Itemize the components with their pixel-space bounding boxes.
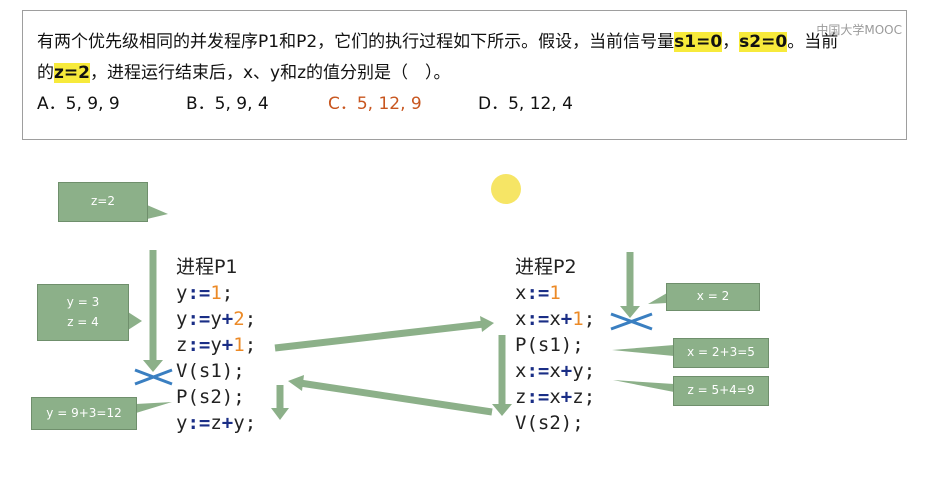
- callout-y3-pointer: [128, 312, 142, 330]
- signal-s2-arrow: [299, 379, 493, 416]
- p2-line-2: x:=x+1;: [515, 308, 596, 330]
- p2-line-4: x:=x+y;: [515, 360, 596, 382]
- callout-x2-pointer: [648, 293, 667, 304]
- p1-flow-arrowhead: [143, 360, 163, 372]
- callout-x2-text: x = 2: [696, 289, 730, 304]
- callout-x5: x = 2+3=5: [673, 338, 769, 368]
- signal-s1-arrow: [274, 320, 485, 352]
- p2-line-1: x:=1: [515, 282, 561, 304]
- p2-flow-arrowhead: [620, 306, 640, 318]
- p2-title: 进程P2: [515, 256, 577, 278]
- process-p1-code: 进程P1 y:=1; y:=y+2; z:=y+1; V(s1); P(s2);…: [176, 228, 256, 436]
- p1-line-6: y:=z+y;: [176, 412, 257, 434]
- signal-s1-arrowhead: [480, 316, 494, 332]
- callout-x2: x = 2: [666, 283, 760, 311]
- pointer-highlight-dot: [491, 174, 521, 204]
- p2-line-5: z:=x+z;: [515, 386, 596, 408]
- callout-z2: z=2: [58, 182, 148, 222]
- callout-y12-pointer: [136, 402, 172, 413]
- p1-block-cross-icon: [134, 368, 173, 386]
- callout-z4-text: z = 4: [67, 314, 99, 329]
- p2-line-3: P(s1);: [515, 334, 584, 356]
- signal-s2-arrowhead: [288, 375, 304, 391]
- question-text-pre: 的: [37, 63, 54, 83]
- option-c[interactable]: C．5, 12, 9: [328, 94, 422, 114]
- callout-z9-pointer: [613, 380, 674, 392]
- question-text-2: ，进程运行结束后，x、y和z的值分别是（ ）。: [89, 63, 451, 83]
- highlight-s1: s1=0: [674, 32, 723, 52]
- callout-z2-pointer: [147, 205, 168, 219]
- callout-y12: y = 9+3=12: [31, 397, 137, 430]
- callout-y12-text: y = 9+3=12: [46, 405, 122, 420]
- callout-x5-pointer: [612, 345, 674, 356]
- p1-line-3: z:=y+1;: [176, 334, 257, 356]
- callout-z2-text: z=2: [91, 194, 115, 209]
- highlight-s2: s2=0: [739, 32, 788, 52]
- p2-line-6: V(s2);: [515, 412, 584, 434]
- p2-block-cross-icon: [610, 312, 653, 331]
- p1-line-2: y:=y+2;: [176, 308, 257, 330]
- option-a[interactable]: A．5, 9, 9: [37, 94, 120, 114]
- mooc-watermark: 中国大学MOOC: [816, 23, 902, 37]
- callout-y3-text: y = 3: [66, 295, 100, 310]
- question-text: 有两个优先级相同的并发程序P1和P2，它们的执行过程如下所示。假设，当前信号量: [37, 32, 675, 52]
- process-p2-code: 进程P2 x:=1 x:=x+1; P(s1); x:=x+y; z:=x+z;…: [515, 228, 595, 436]
- question-line-2: 的z=2，进程运行结束后，x、y和z的值分别是（ ）。: [37, 58, 451, 83]
- option-d[interactable]: D．5, 12, 4: [478, 94, 573, 114]
- question-box: 有两个优先级相同的并发程序P1和P2，它们的执行过程如下所示。假设，当前信号量s…: [22, 10, 907, 140]
- p1-line-4: V(s1);: [176, 360, 245, 382]
- separator: ，: [722, 32, 740, 52]
- callout-z9: z = 5+4=9: [673, 376, 769, 406]
- callout-z9-text: z = 5+4=9: [687, 383, 755, 398]
- callout-y3-z4: y = 3 z = 4: [37, 284, 129, 341]
- question-line-1: 有两个优先级相同的并发程序P1和P2，它们的执行过程如下所示。假设，当前信号量s…: [37, 27, 838, 52]
- highlight-z: z=2: [54, 63, 90, 83]
- p1-title: 进程P1: [176, 256, 238, 278]
- question-text-tail: 。当前: [787, 32, 839, 52]
- callout-x5-text: x = 2+3=5: [687, 345, 755, 360]
- p2-resume-arrowhead: [492, 404, 512, 416]
- p1-line-5: P(s2);: [176, 386, 245, 408]
- option-b[interactable]: B．5, 9, 4: [186, 94, 269, 114]
- p1-last-arrowhead: [271, 408, 289, 420]
- p1-line-1: y:=1;: [176, 282, 234, 304]
